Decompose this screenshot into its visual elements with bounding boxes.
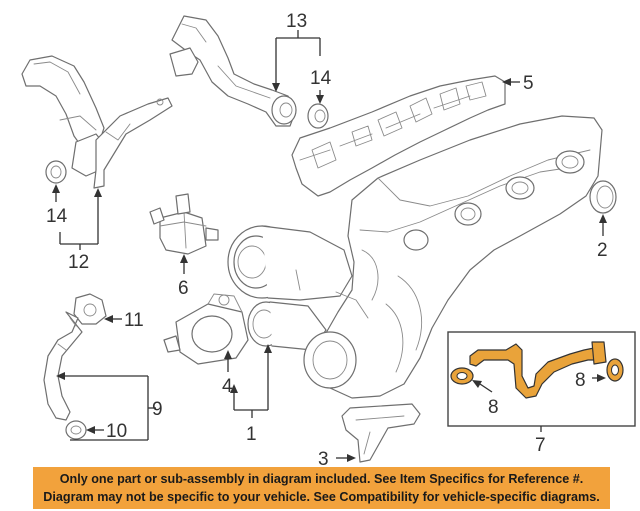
callout-8-left: 8: [488, 397, 499, 418]
coolant-pipe-part-13: [169, 15, 329, 129]
callout-13: 13: [286, 11, 307, 32]
part-7-detail-box: [447, 331, 636, 427]
heat-shield-part: [291, 75, 506, 197]
gasket-ring-part-2: [589, 180, 617, 214]
bracket-part-3: [341, 403, 421, 463]
callout-1: 1: [246, 424, 257, 445]
coolant-pipe-part-12: [21, 55, 173, 189]
callout-14-left: 14: [46, 206, 68, 227]
callout-8-right: 8: [575, 370, 586, 391]
callout-7: 7: [535, 435, 546, 456]
callout-3: 3: [318, 449, 329, 470]
callout-14-top: 14: [310, 68, 332, 89]
wastegate-actuator-part-4: [163, 293, 249, 365]
oil-pipe-part-9: [43, 293, 107, 440]
disclaimer-line-2: Diagram may not be specific to your vehi…: [43, 490, 600, 504]
callout-4: 4: [222, 376, 233, 397]
callout-12: 12: [68, 252, 89, 273]
callout-10: 10: [106, 421, 127, 442]
callout-9: 9: [152, 399, 163, 420]
leader-lines: [52, 30, 607, 462]
callout-5: 5: [523, 73, 534, 94]
callout-6: 6: [178, 278, 189, 299]
callout-2: 2: [597, 240, 608, 261]
disclaimer-banner: Only one part or sub-assembly in diagram…: [33, 467, 610, 509]
disclaimer-line-1: Only one part or sub-assembly in diagram…: [59, 472, 584, 486]
callout-labels: 1 2 3 4 5 6 7 8 8 9 10 11 12 13 14 14: [46, 11, 608, 470]
pressure-converter-part-6: [149, 193, 219, 255]
turbocharger-body: [227, 115, 603, 399]
callout-11: 11: [124, 310, 144, 331]
